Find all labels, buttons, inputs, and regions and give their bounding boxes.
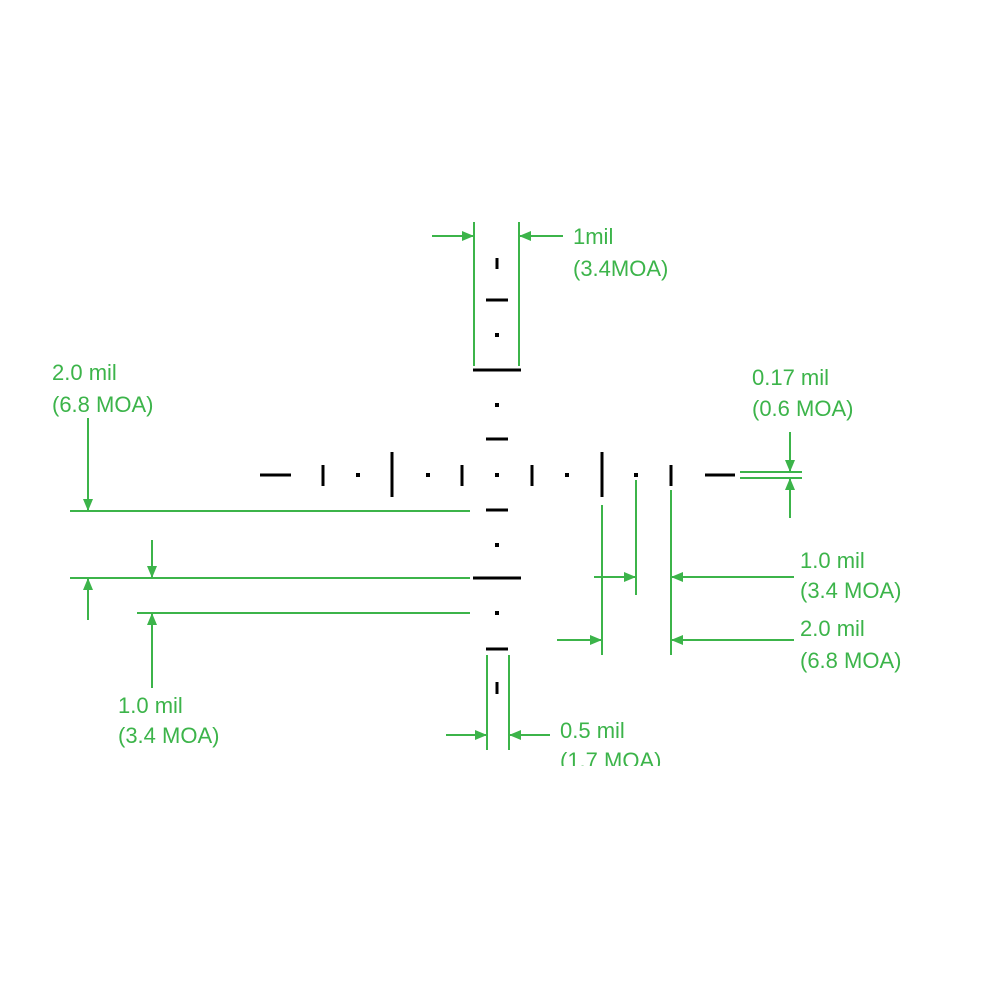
label-mil: 0.5 mil (560, 718, 625, 743)
dimension-bottom-width: 0.5 mil (1.7 MOA) (446, 655, 661, 773)
label-moa: (3.4MOA) (573, 256, 668, 281)
reticle-center-dot (495, 473, 499, 477)
dimension-right: 1.0 mil (3.4 MOA) 2.0 mil (6.8 MOA) (557, 480, 901, 673)
dimension-left: 2.0 mil (6.8 MOA) 1.0 mil (3.4 MOA) (52, 360, 470, 748)
label-mil: 1.0 mil (800, 548, 865, 573)
crop-mask (540, 766, 740, 786)
reticle-horizontal (260, 452, 735, 497)
label-moa: (3.4 MOA) (118, 723, 219, 748)
reticle-dot (565, 473, 569, 477)
label-mil: 2.0 mil (52, 360, 117, 385)
label-mil: 2.0 mil (800, 616, 865, 641)
reticle-dot (495, 543, 499, 547)
dimension-line-thickness: 0.17 mil (0.6 MOA) (740, 365, 853, 518)
reticle-dot (426, 473, 430, 477)
label-moa: (6.8 MOA) (800, 648, 901, 673)
label-mil: 1mil (573, 224, 613, 249)
reticle-dot (495, 403, 499, 407)
label-moa: (6.8 MOA) (52, 392, 153, 417)
reticle-dot (634, 473, 638, 477)
label-mil: 0.17 mil (752, 365, 829, 390)
label-mil: 1.0 mil (118, 693, 183, 718)
reticle-dot (356, 473, 360, 477)
label-moa: (0.6 MOA) (752, 396, 853, 421)
reticle-dot (495, 611, 499, 615)
label-moa: (3.4 MOA) (800, 578, 901, 603)
dimension-top-width: 1mil (3.4MOA) (432, 222, 668, 366)
reticle-vertical (473, 258, 521, 694)
reticle-dot (495, 333, 499, 337)
